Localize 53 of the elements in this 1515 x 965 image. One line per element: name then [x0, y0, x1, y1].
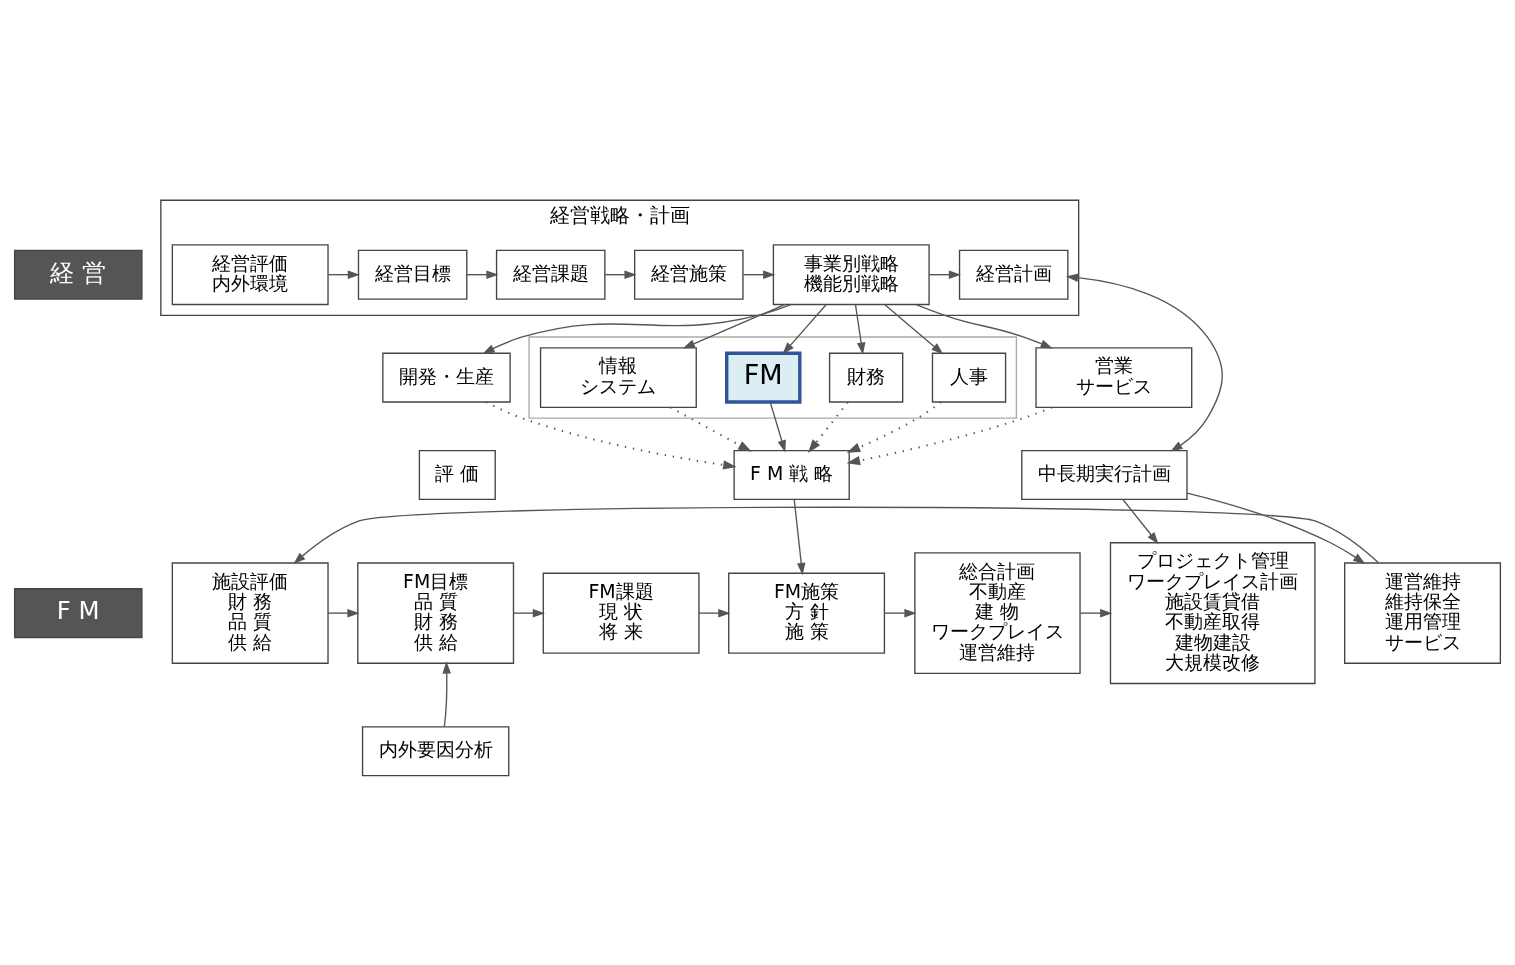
arrow [669, 406, 752, 452]
arrow [915, 303, 1053, 349]
node-box: 評 価 [418, 450, 496, 501]
node-box: 開発・生産 [382, 352, 511, 403]
node-box: プロジェクト管理 ワークプレイス計画 施設賃貸借 不動産取得 建物建設 大規模改修 [1109, 542, 1316, 685]
node-box: 経営評価 内外環境 [171, 244, 329, 306]
arrow [482, 303, 792, 354]
arrow [769, 401, 786, 453]
node-box: 財務 [828, 352, 904, 403]
arrow [1186, 492, 1366, 564]
arrow [327, 270, 360, 279]
arrow [604, 270, 637, 279]
node-box: 人事 [931, 352, 1007, 403]
node-box: 経 営 [13, 249, 143, 300]
arrow [293, 506, 1380, 565]
node-box: 施設評価 財 務 品 質 供 給 [171, 562, 329, 664]
arrow [327, 608, 360, 618]
arrow [1122, 499, 1159, 545]
node-box: 経営計画 [958, 249, 1069, 300]
arrow [928, 270, 961, 279]
arrow [846, 406, 1053, 466]
node-box: 経営課題 [495, 249, 606, 300]
node-box: 営業 サービス [1035, 347, 1193, 409]
arrow [884, 303, 944, 355]
node-box: FM [725, 351, 802, 404]
arrow [466, 270, 499, 279]
node-box: 内外要因分析 [361, 726, 510, 777]
arrow [442, 661, 451, 728]
node-box: 中長期実行計画 [1021, 450, 1188, 501]
node-box: FM目標 品 質 財 務 供 給 [357, 562, 515, 664]
arrow [742, 270, 776, 279]
node-box: 経営目標 [357, 249, 468, 300]
arrow [793, 499, 806, 576]
arrow [698, 608, 731, 618]
node-box: FM施策 方 針 施 策 [728, 572, 886, 654]
arrow [808, 401, 849, 453]
arrow [883, 608, 917, 618]
node-box: FM課題 現 状 将 来 [542, 572, 700, 654]
node-box: 総合計画 不動産 建 物 ワークプレイス 運営維持 [914, 552, 1081, 675]
node-box: 事業別戦略 機能別戦略 [772, 244, 930, 306]
node-box: F M [13, 588, 143, 639]
node-box: 情報 システム [539, 347, 697, 409]
arrow [1079, 608, 1113, 618]
arrow [1065, 273, 1223, 452]
arrow [854, 303, 866, 355]
arrow [782, 303, 827, 355]
arrow [485, 401, 737, 470]
node-box: 運営維持 維持保全 運用管理 サービス [1344, 562, 1502, 664]
node-box: F M 戦 略 [733, 450, 850, 501]
arrow [846, 401, 942, 453]
node-box: 経営施策 [633, 249, 744, 300]
arrow [512, 608, 545, 618]
arrow [682, 303, 786, 349]
